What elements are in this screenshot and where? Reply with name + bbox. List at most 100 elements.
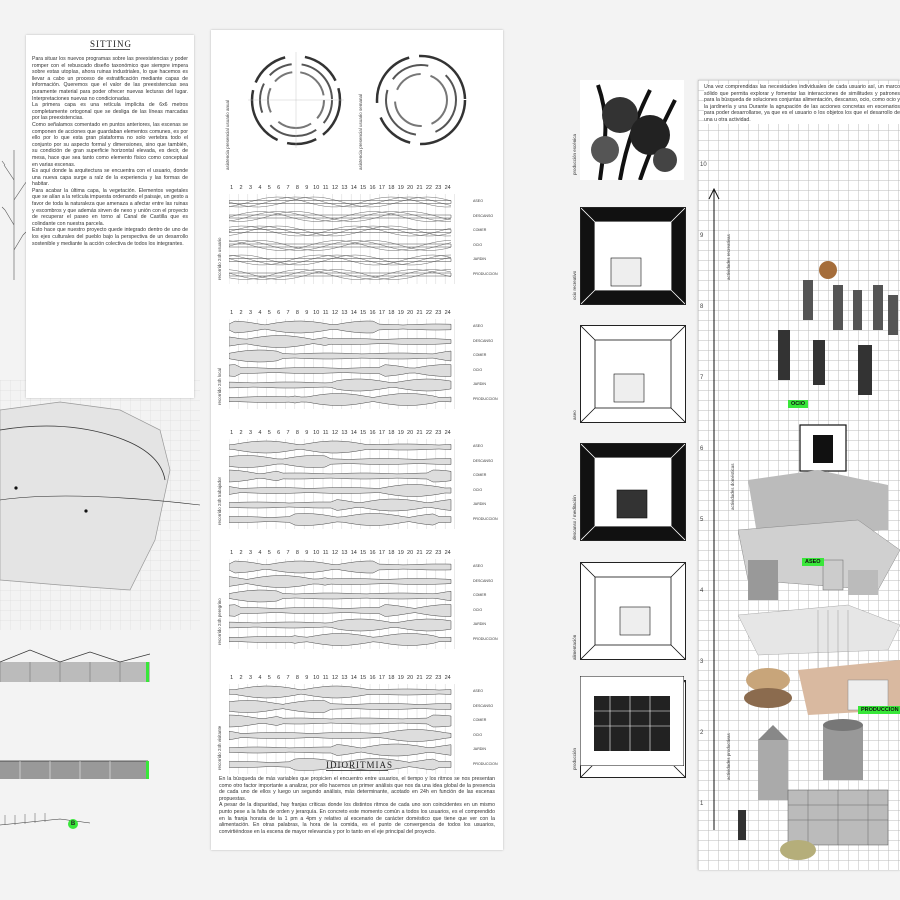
hour-tick: 5 <box>267 310 271 316</box>
siting-paragraph: Para acabar la última capa, la vegetació… <box>32 187 188 227</box>
hour-tick: 10 <box>313 185 320 191</box>
activity-label: JARDIN <box>473 622 486 626</box>
hour-tick: 14 <box>350 675 357 681</box>
hour-tick: 22 <box>425 550 432 556</box>
hour-tick: 18 <box>388 310 395 316</box>
circular-diagram-annual <box>248 52 344 148</box>
axis-label-productive: actividades productivas <box>726 733 731 780</box>
activity-label: OCIO <box>473 607 483 612</box>
hour-tick: 7 <box>286 185 290 191</box>
hour-tick: 3 <box>248 185 252 191</box>
y-tick: 7 <box>700 375 704 381</box>
y-tick: 1 <box>700 801 704 807</box>
hour-tick: 10 <box>313 430 320 436</box>
activity-label: PRODUCCION <box>473 396 498 401</box>
hour-tick: 9 <box>305 550 309 556</box>
hour-tick: 14 <box>350 310 357 316</box>
hour-tick: 4 <box>258 430 262 436</box>
hour-tick: 15 <box>360 310 367 316</box>
collage-panel: Una vez comprendidas las necesidades ind… <box>698 80 900 870</box>
hour-tick: 13 <box>341 550 348 556</box>
hour-tick: 20 <box>407 310 414 316</box>
activity-label: DESCANSO <box>473 458 494 463</box>
siting-paragraph: Para situar los nuevos programas sobre l… <box>32 56 188 102</box>
axis-arrow <box>708 187 720 830</box>
activity-label: OCIO <box>473 732 483 737</box>
circular-diagram-weekly <box>375 54 467 146</box>
hour-tick: 22 <box>425 430 432 436</box>
hour-tick: 24 <box>444 430 451 436</box>
y-tick: 5 <box>700 517 704 523</box>
hour-tick: 2 <box>239 310 243 316</box>
activity-label: COMER <box>473 473 487 477</box>
activity-label: ASEO <box>473 199 483 203</box>
y-tick: 4 <box>700 588 704 594</box>
hour-tick: 21 <box>416 430 423 436</box>
hour-tick: 18 <box>388 430 395 436</box>
hour-tick: 6 <box>277 185 281 191</box>
weekly-label: asistencia presencial usuario semanal <box>358 93 363 170</box>
hour-tick: 19 <box>397 185 404 191</box>
siting-text: Para situar los nuevos programas sobre l… <box>32 56 188 247</box>
user-rhythm-graph <box>229 559 455 649</box>
hour-tick: 11 <box>322 430 329 436</box>
hour-tick: 17 <box>378 185 385 191</box>
siting-paragraph: Es aquí donde la arquitectura se encuent… <box>32 168 188 188</box>
hour-tick: 20 <box>407 185 414 191</box>
hour-tick: 11 <box>322 550 329 556</box>
hour-tick: 21 <box>416 675 423 681</box>
hour-tick: 22 <box>425 185 432 191</box>
hour-tick: 4 <box>258 675 262 681</box>
hour-tick: 23 <box>435 310 442 316</box>
hour-tick: 3 <box>248 550 252 556</box>
scene-label-4: descanso / meditación <box>572 495 577 540</box>
hour-tick: 6 <box>277 675 281 681</box>
user-label: recorrido 24h local <box>217 367 222 405</box>
hour-tick: 9 <box>305 310 309 316</box>
user-rhythm-graph <box>229 194 455 284</box>
hour-tick: 23 <box>435 185 442 191</box>
collage-intro: Una vez comprendidas las necesidades ind… <box>704 84 900 124</box>
activity-label: PRODUCCION <box>473 636 498 641</box>
hour-tick: 9 <box>305 185 309 191</box>
hour-tick: 11 <box>322 675 329 681</box>
activity-label: DESCANSO <box>473 578 494 583</box>
hour-tick: 16 <box>369 185 376 191</box>
activity-label: ASEO <box>473 689 483 693</box>
hour-tick: 20 <box>407 430 414 436</box>
hour-tick: 5 <box>267 675 271 681</box>
hour-tick: 18 <box>388 185 395 191</box>
siting-panel: SITTING Para situar los nuevos programas… <box>26 35 194 398</box>
hour-tick: 12 <box>331 185 339 191</box>
hour-tick: 11 <box>322 185 329 191</box>
activity-label: COMER <box>473 718 487 722</box>
activity-label: PRODUCCION <box>473 761 498 766</box>
activity-label: OCIO <box>473 487 483 492</box>
user-label: recorrido 24h usuario <box>217 237 222 280</box>
hour-tick: 17 <box>378 550 385 556</box>
hour-tick: 10 <box>313 550 320 556</box>
hour-tick: 21 <box>416 185 423 191</box>
activity-label: PRODUCCION <box>473 271 498 276</box>
hour-tick: 2 <box>239 185 243 191</box>
scene-drawing <box>580 325 686 423</box>
user-rhythm-graph <box>229 684 455 774</box>
hour-tick: 16 <box>369 675 376 681</box>
scene-tree-collage <box>580 80 684 180</box>
hour-tick: 3 <box>248 430 252 436</box>
tag-ocio: OCIO <box>788 400 809 408</box>
hour-tick: 11 <box>322 310 329 316</box>
scene-box <box>580 562 686 660</box>
hour-tick: 18 <box>388 550 395 556</box>
hour-tick: 7 <box>286 550 290 556</box>
activity-label: JARDIN <box>473 747 486 751</box>
y-tick: 10 <box>700 162 707 168</box>
section-elevation-1 <box>0 640 151 686</box>
hour-tick: 9 <box>305 675 309 681</box>
user-label: recorrido 24h peregrino <box>217 598 222 645</box>
hour-tick: 15 <box>360 675 367 681</box>
activity-label: COMER <box>473 228 487 232</box>
hour-tick: 19 <box>397 675 404 681</box>
